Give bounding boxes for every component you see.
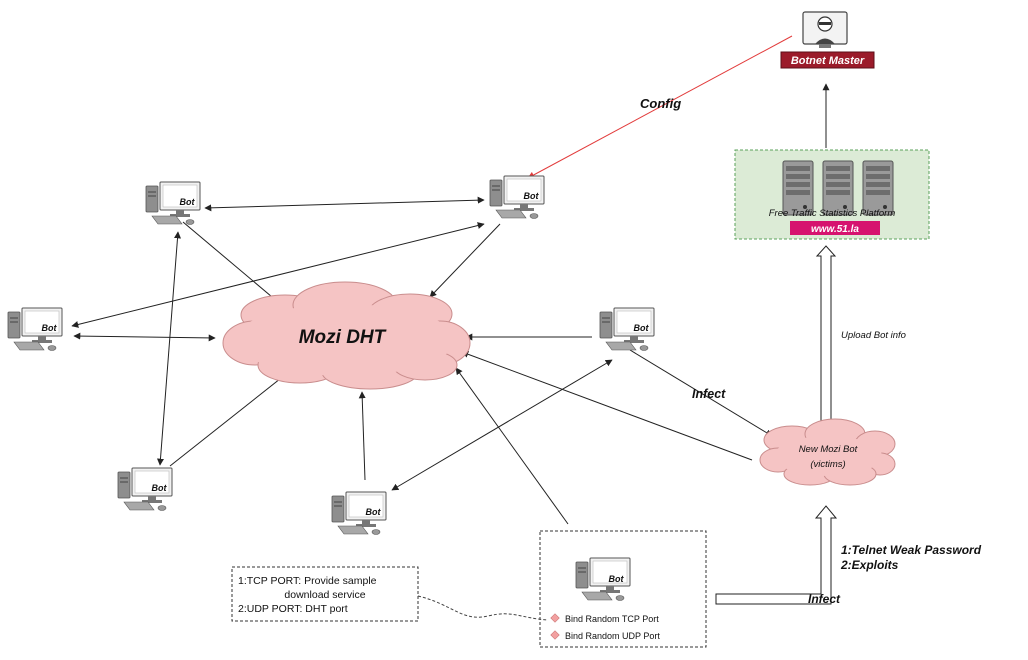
config-arrow [527,35,793,179]
bot-label: Bot [42,323,58,333]
bot-label: Bot [609,574,625,584]
infect-label-upper: Infect [692,387,726,401]
note-line1: 1:TCP PORT: Provide sample [238,575,377,587]
attack-line1: 1:Telnet Weak Password [841,543,982,557]
seed-bot-box: Bot Bind Random TCP Port Bind Random UDP… [539,530,707,648]
upload-label: Upload Bot info [841,330,906,341]
platform-title: Free Traffic Statistics Platform [769,208,896,219]
port-note-frame [231,566,419,622]
bot-node: Bot [7,307,63,351]
bot-label: Bot [524,191,540,201]
infect-label-lower: Infect [808,592,841,606]
note-connector [417,595,549,621]
botnet-master: Botnet Master [780,11,875,69]
bot-node: Bot [331,491,387,535]
mozi-dht-label: Mozi DHT [299,327,387,348]
arrow-bot-bot-top [204,196,485,212]
upload-arrow [815,245,837,427]
traffic-platform: Free Traffic Statistics Platform www.51.… [734,149,930,240]
port-note: 1:TCP PORT: Provide sample download serv… [231,566,419,622]
server-icon [782,160,814,216]
master-badge [780,51,875,69]
mozi-dht-cloud: Mozi DHT [222,281,471,390]
diamond-icon [550,630,560,640]
bot-label: Bot [366,507,382,517]
arrow-bot-bot-vertical [156,231,182,466]
server-icon [822,160,854,216]
bot-label: Bot [634,323,650,333]
attack-line2: 2:Exploits [840,558,899,572]
arrow-infect-new-bot [629,349,773,437]
bot-label: Bot [152,483,168,493]
new-bot-line1: New Mozi Bot [799,444,858,455]
note-line3: 2:UDP PORT: DHT port [238,603,348,615]
config-label: Config [640,96,681,111]
arrow-bot-bot-diagonal [71,222,485,328]
arrow-seed-to-dht [455,367,569,525]
server-icon [862,160,894,216]
arrow-bot-to-dht [182,221,279,303]
seed-bot-frame [539,530,707,648]
exploit-arrow [715,505,838,605]
arrow-bot-bot-lower [391,359,613,491]
bot-node: Bot [145,181,201,225]
connections [71,83,830,525]
hacker-icon [802,11,848,48]
site-badge [790,221,880,235]
arrow-bot-dht-left [73,332,216,342]
bot-node: Bot [599,307,655,351]
bind-udp-label: Bind Random UDP Port [565,631,660,641]
site-label: www.51.la [811,224,859,235]
note-line2: download service [284,589,365,601]
new-bot-line2: (victims) [810,459,845,470]
new-mozi-bot-cloud: New Mozi Bot (victims) [759,418,896,486]
bot-node: Bot [489,175,545,219]
arrow-bot-to-dht [169,370,291,467]
bind-tcp-label: Bind Random TCP Port [565,614,659,624]
bot-node: Bot [117,467,173,511]
master-label: Botnet Master [791,55,865,67]
arrow-bot-to-dht [358,391,366,481]
diamond-icon [550,613,560,623]
arrow-new-bot-to-dht [461,350,753,461]
bot-label: Bot [180,197,196,207]
